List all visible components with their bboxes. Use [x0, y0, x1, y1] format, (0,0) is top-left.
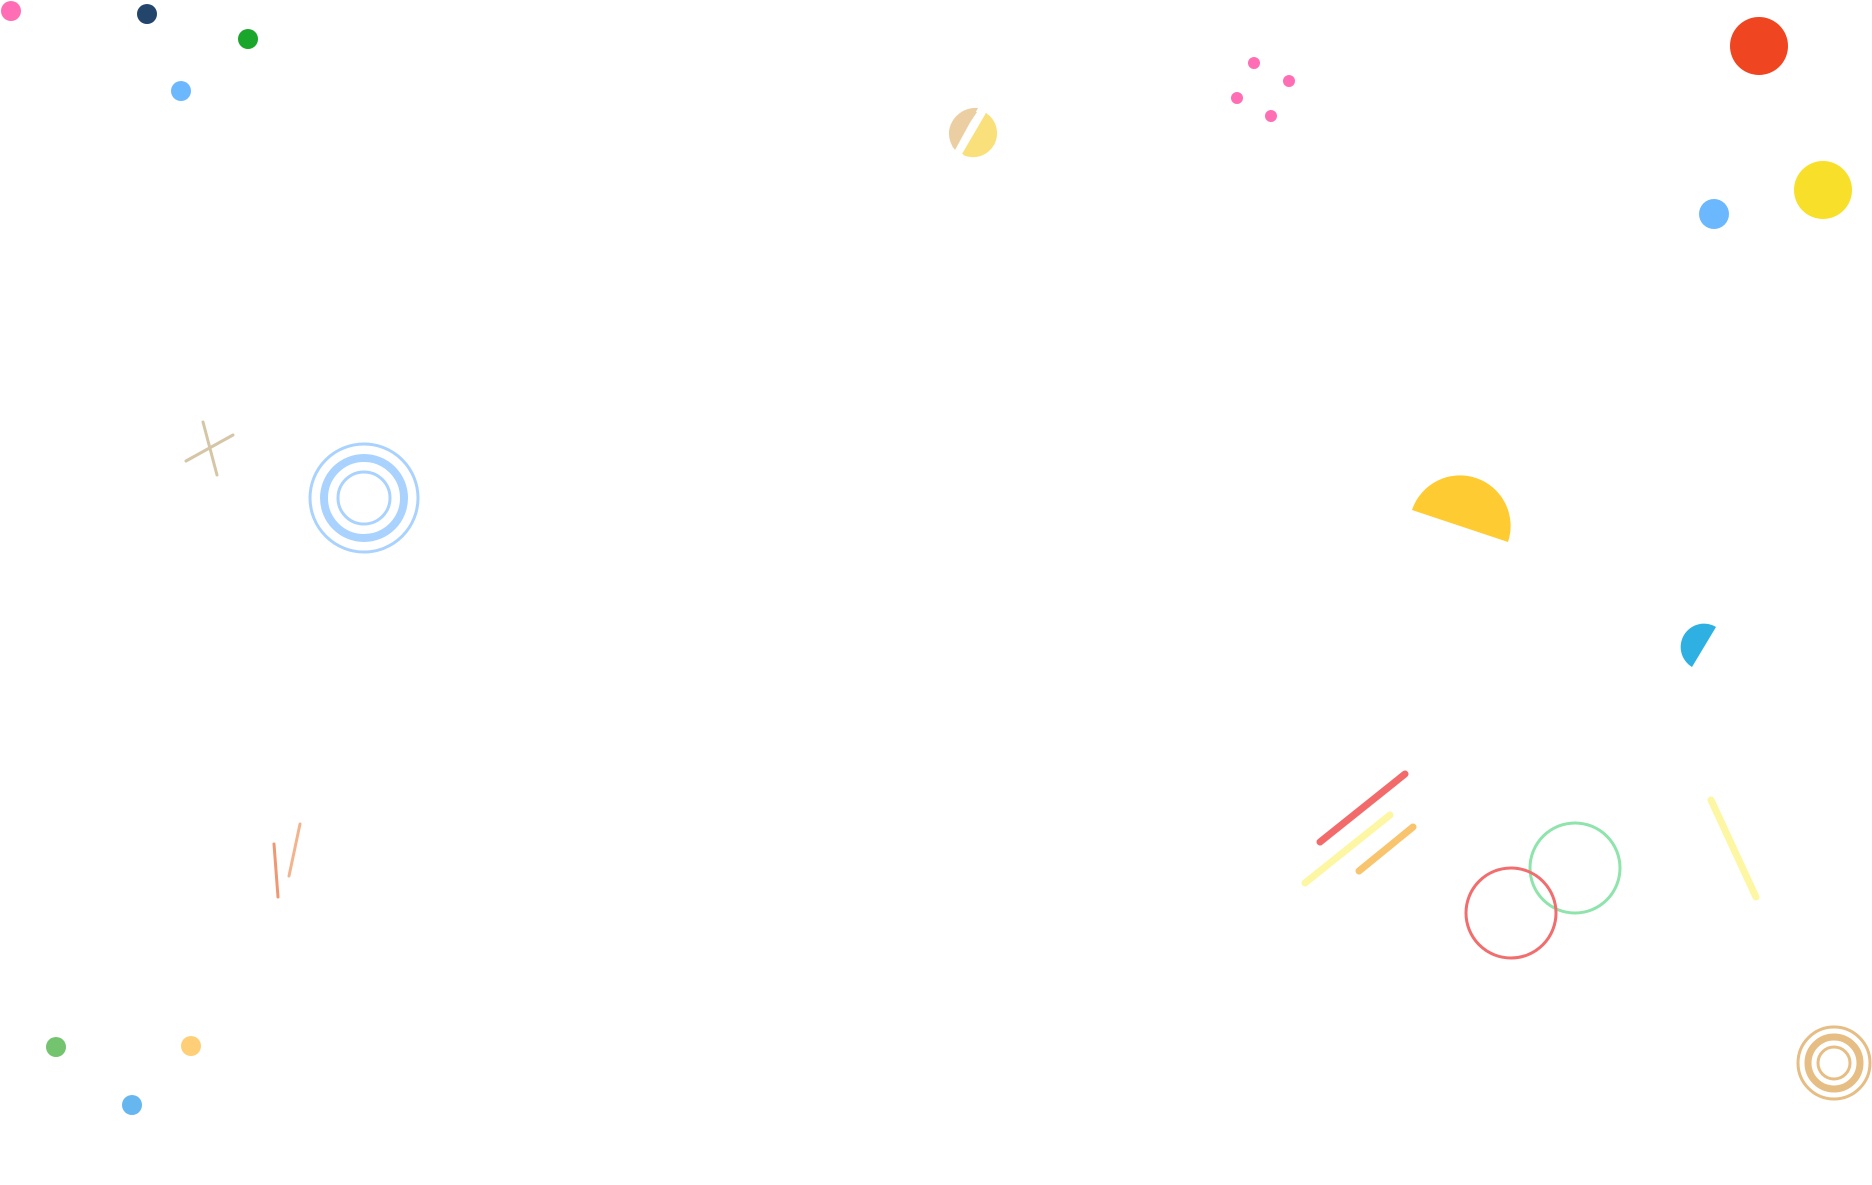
blue-dot-icon [122, 1095, 142, 1115]
quarter-circle-icon [1680, 623, 1716, 667]
target-rings-icon [1796, 1025, 1872, 1101]
ring-icon [1464, 821, 1622, 960]
pink-dot-cluster-icon [1231, 57, 1295, 122]
pink-dot-icon [1, 1, 21, 21]
sky-dot-icon [171, 81, 191, 101]
half-circle-icon [1412, 475, 1511, 542]
line-streak-icon [272, 822, 302, 899]
navy-dot-icon [137, 4, 157, 24]
line-streak-icon [1707, 796, 1760, 901]
orange-dot-icon [181, 1036, 201, 1056]
green-dot-icon [46, 1037, 66, 1057]
target-rings-icon [308, 442, 420, 554]
yellow-dot-icon [1794, 161, 1852, 219]
red-dot-icon [1730, 17, 1788, 75]
x-cross-icon [184, 420, 235, 477]
split-circle-icon [948, 107, 998, 158]
sky-dot-icon [1699, 199, 1729, 229]
line-streak-icon [1301, 770, 1417, 887]
green-dot-icon [238, 29, 258, 49]
